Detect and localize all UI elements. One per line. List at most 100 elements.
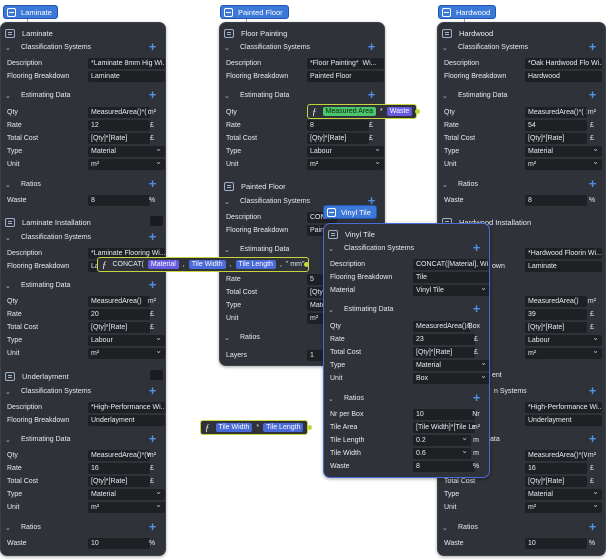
rate-field[interactable]: 54 bbox=[525, 120, 587, 131]
add-icon[interactable]: + bbox=[588, 431, 597, 446]
add-icon[interactable]: + bbox=[588, 383, 597, 398]
total-cost-field[interactable]: [Qty]*[Rate] bbox=[88, 476, 150, 487]
type-select[interactable]: Material bbox=[413, 360, 489, 371]
section-classification[interactable]: ⌄Classification Systems+ bbox=[5, 383, 157, 398]
type-select[interactable]: Material bbox=[88, 146, 165, 157]
unit-select[interactable]: m² bbox=[88, 348, 165, 359]
chevron-down-icon[interactable]: ⌄ bbox=[5, 92, 11, 100]
unit-select[interactable]: m² bbox=[88, 502, 165, 513]
chevron-down-icon[interactable]: ⌄ bbox=[328, 306, 334, 314]
chevron-down-icon[interactable]: ⌄ bbox=[442, 92, 448, 100]
section-classification[interactable]: ⌄Classification Systems+ bbox=[5, 39, 157, 54]
add-icon[interactable]: + bbox=[148, 39, 157, 54]
chip-material[interactable]: Material bbox=[147, 260, 179, 269]
flooring-breakdown-field[interactable]: Painted Floor bbox=[307, 71, 384, 82]
chevron-down-icon[interactable]: ⌄ bbox=[224, 246, 230, 254]
add-icon[interactable]: + bbox=[148, 431, 157, 446]
tag-hardwood[interactable]: Hardwood bbox=[438, 5, 497, 19]
type-select[interactable]: Labour bbox=[88, 335, 165, 346]
total-cost-field[interactable]: [Qty]*[Rate] bbox=[525, 476, 587, 487]
unit-select[interactable]: m² bbox=[307, 313, 327, 324]
chip-tile-width[interactable]: Tile Width bbox=[188, 260, 226, 269]
description-field[interactable]: *Hardwood Floorin Wi... bbox=[525, 248, 602, 259]
section-classification[interactable]: n Systems+ bbox=[494, 383, 597, 398]
add-icon[interactable]: + bbox=[148, 383, 157, 398]
unit-select[interactable]: m² bbox=[525, 348, 602, 359]
rate-field[interactable]: 20 bbox=[88, 309, 150, 320]
rate-field[interactable]: 5 bbox=[307, 274, 327, 285]
flooring-breakdown-field[interactable]: Laminate bbox=[525, 261, 602, 272]
chevron-down-icon[interactable]: ⌄ bbox=[5, 436, 11, 444]
unit-select[interactable]: m² bbox=[307, 159, 384, 170]
unit-select[interactable]: m² bbox=[525, 159, 602, 170]
chevron-down-icon[interactable]: ⌄ bbox=[224, 198, 230, 206]
rate-field[interactable]: 16 bbox=[88, 463, 150, 474]
section-estimating[interactable]: ⌄Estimating Data+ bbox=[442, 87, 597, 102]
chevron-down-icon[interactable]: ⌄ bbox=[5, 282, 11, 290]
chip-measured-area[interactable]: Measured Area bbox=[322, 107, 376, 116]
section-estimating[interactable]: ⌄Estimating Data+ bbox=[328, 301, 481, 316]
chevron-down-icon[interactable]: ⌄ bbox=[5, 388, 11, 396]
formula-measured-area-waste[interactable]: ƒ Measured Area * Waste bbox=[307, 104, 418, 119]
collapse-toggle[interactable] bbox=[150, 370, 163, 380]
description-field[interactable]: CONCAT([Material], Wi... bbox=[413, 259, 489, 270]
total-cost-field[interactable]: [Qty]*[Rate] bbox=[88, 133, 150, 144]
type-select[interactable]: Mater bbox=[307, 300, 327, 311]
chevron-down-icon[interactable]: ⌄ bbox=[442, 524, 448, 532]
chip-tile-width[interactable]: Tile Width bbox=[215, 423, 253, 432]
chevron-down-icon[interactable]: ⌄ bbox=[5, 524, 11, 532]
collapse-toggle[interactable] bbox=[150, 216, 163, 226]
chevron-down-icon[interactable]: ⌄ bbox=[442, 44, 448, 52]
rate-field[interactable]: 23 bbox=[413, 334, 475, 345]
description-field[interactable]: *Laminate Flooring Wi... bbox=[88, 248, 165, 259]
description-field[interactable]: *Floor Painting* Wi... bbox=[307, 58, 384, 69]
total-cost-field[interactable]: [Qty]*[Rate] bbox=[525, 322, 587, 333]
chevron-down-icon[interactable]: ⌄ bbox=[5, 181, 11, 189]
section-estimating[interactable]: ⌄Estimating Data bbox=[224, 246, 290, 254]
add-icon[interactable]: + bbox=[588, 39, 597, 54]
add-icon[interactable]: + bbox=[148, 176, 157, 191]
waste-field[interactable]: 8 bbox=[88, 195, 150, 206]
section-classification[interactable]: ⌄Classification Systems+ bbox=[328, 240, 481, 255]
flooring-breakdown-field[interactable]: Painte bbox=[307, 225, 337, 236]
add-icon[interactable]: + bbox=[367, 39, 376, 54]
rate-field[interactable]: 8 bbox=[307, 120, 369, 131]
tile-area-field[interactable]: [Tile Width]*[Tile Le bbox=[413, 422, 475, 433]
formula-concat[interactable]: ƒ CONCAT( Material , Tile Width , Tile L… bbox=[97, 257, 310, 272]
unit-select[interactable]: m² bbox=[88, 159, 165, 170]
add-icon[interactable]: + bbox=[148, 229, 157, 244]
chevron-down-icon[interactable]: ⌄ bbox=[5, 234, 11, 242]
chevron-down-icon[interactable]: ⌄ bbox=[442, 181, 448, 189]
waste-field[interactable]: 8 bbox=[413, 461, 475, 472]
nr-per-box-field[interactable]: 10 bbox=[413, 409, 475, 420]
section-classification[interactable]: ⌄Classification Systems+ bbox=[224, 193, 376, 208]
tag-laminate[interactable]: Laminate bbox=[3, 5, 58, 19]
chip-tile-length[interactable]: Tile Length bbox=[235, 260, 276, 269]
unit-select[interactable]: Box bbox=[413, 373, 489, 384]
rate-field[interactable]: 12 bbox=[88, 120, 150, 131]
section-ratios[interactable]: ⌄Ratios+ bbox=[442, 176, 597, 191]
add-icon[interactable]: + bbox=[148, 277, 157, 292]
chevron-down-icon[interactable]: ⌄ bbox=[224, 44, 230, 52]
waste-field[interactable]: 10 bbox=[88, 538, 150, 549]
total-cost-field[interactable]: [Qty]*[Rate] bbox=[307, 133, 369, 144]
material-select[interactable]: Vinyl Tile bbox=[413, 285, 489, 296]
add-icon[interactable]: + bbox=[472, 240, 481, 255]
section-estimating[interactable]: ⌄Estimating Data+ bbox=[5, 277, 157, 292]
rate-field[interactable]: 16 bbox=[525, 463, 587, 474]
qty-field[interactable]: MeasuredArea()*(W bbox=[88, 450, 150, 461]
formula-tile-area[interactable]: ƒ Tile Width * Tile Length bbox=[200, 420, 309, 435]
tile-width-select[interactable]: 0.6 bbox=[413, 448, 471, 459]
section-ratios[interactable]: ⌄Ratios bbox=[224, 334, 260, 342]
tile-length-select[interactable]: 0.2 bbox=[413, 435, 471, 446]
add-icon[interactable]: + bbox=[367, 193, 376, 208]
chevron-down-icon[interactable]: ⌄ bbox=[328, 245, 334, 253]
section-ratios[interactable]: ⌄Ratios+ bbox=[5, 519, 157, 534]
section-estimating[interactable]: ⌄Estimating Data+ bbox=[224, 87, 376, 102]
chip-tile-length[interactable]: Tile Length bbox=[263, 423, 304, 432]
section-ratios[interactable]: ⌄Ratios+ bbox=[5, 176, 157, 191]
unit-select[interactable]: m² bbox=[525, 502, 602, 513]
tag-vinyl-tile[interactable]: Vinyl Tile bbox=[323, 205, 377, 219]
add-icon[interactable]: + bbox=[472, 390, 481, 405]
add-icon[interactable]: + bbox=[588, 176, 597, 191]
